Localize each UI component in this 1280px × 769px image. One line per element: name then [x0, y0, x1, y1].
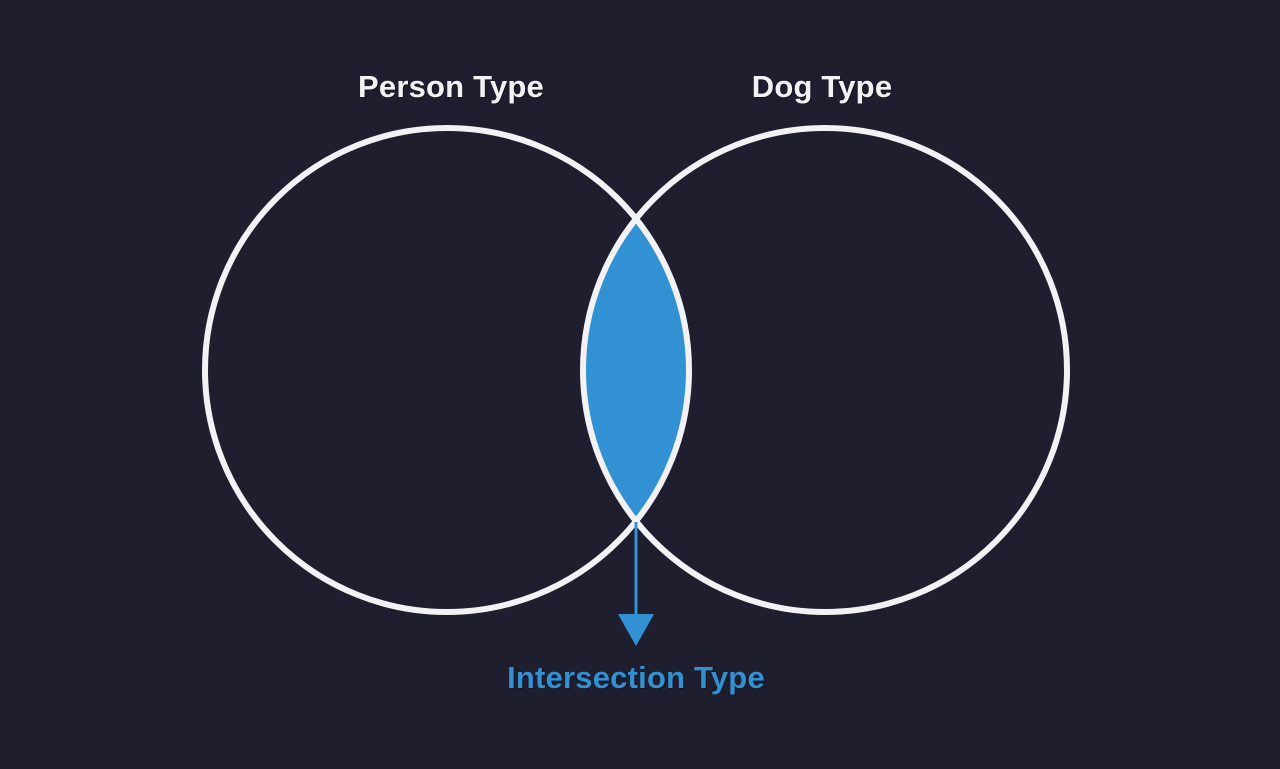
set-circle-dog: [580, 125, 1070, 615]
intersection-label: Intersection Type: [507, 660, 765, 695]
intersection-arrow-head: [618, 614, 654, 646]
set-label-dog: Dog Type: [751, 69, 893, 104]
set-circle-person: [202, 125, 692, 615]
intersection-arrow: [618, 522, 654, 646]
set-label-person: Person Type: [358, 69, 544, 104]
